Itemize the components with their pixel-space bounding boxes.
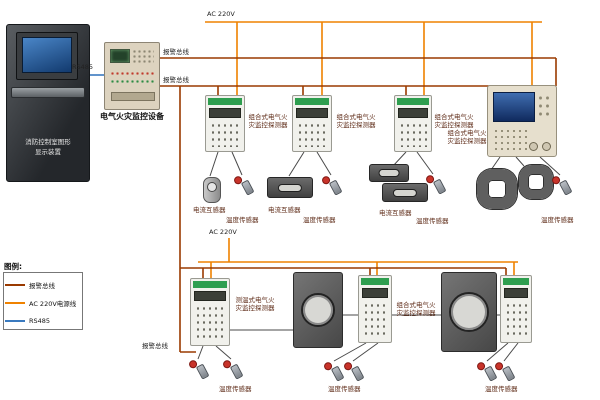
combined-detector-2 bbox=[292, 95, 332, 152]
alarm-bus-wire bbox=[160, 57, 557, 353]
detector-indicators bbox=[399, 122, 427, 147]
rs485-link-label: RS485 bbox=[72, 63, 94, 71]
legend-title: 图例: bbox=[4, 262, 22, 271]
alarm-bus-label-1: 报警总线 bbox=[163, 48, 189, 56]
fire-control-workstation: 消防控制室图形 显示装置 bbox=[6, 24, 90, 182]
combined-detector-label-2: 组合式电气火 灾监控探测器 bbox=[336, 113, 376, 130]
detector-header bbox=[208, 98, 242, 105]
detector-header bbox=[193, 281, 227, 288]
legend-item-alarm-bus: 报警总线 bbox=[5, 280, 55, 290]
combined-detector-5 bbox=[358, 275, 392, 343]
controller-screen bbox=[110, 49, 130, 63]
ac-power-wire bbox=[198, 21, 542, 279]
legend-item-rs485: RS485 bbox=[5, 316, 50, 326]
current-transformer-toroid bbox=[519, 165, 553, 199]
detector-indicators bbox=[363, 302, 387, 338]
current-transformer-label: 电流互感器 bbox=[193, 206, 226, 214]
temperature-sensor-label: 温度传感器 bbox=[219, 385, 252, 393]
detector-indicators bbox=[297, 122, 327, 147]
detector-display bbox=[398, 108, 428, 118]
current-transformer-small bbox=[203, 177, 221, 203]
combined-detector-3 bbox=[394, 95, 432, 152]
detector-display bbox=[362, 288, 388, 298]
legend-item-ac-power: AC 220V电源线 bbox=[5, 298, 76, 308]
display-unit-keypad bbox=[493, 128, 529, 150]
controller-label: 电气火灾监控设备 bbox=[100, 112, 164, 121]
ac-power-top-label: AC 220V bbox=[207, 10, 235, 18]
combined-detector-label-3: 组合式电气火 灾监控探测器 bbox=[434, 113, 474, 130]
workstation-screen bbox=[22, 37, 72, 73]
display-unit-buttons bbox=[537, 94, 551, 120]
controller-keypad bbox=[132, 49, 154, 65]
workstation-label: 消防控制室图形 显示装置 bbox=[9, 137, 87, 158]
combined-detector-6 bbox=[500, 275, 532, 343]
residual-current-transformer bbox=[441, 272, 497, 352]
workstation-label-line2: 显示装置 bbox=[35, 148, 61, 157]
ac-power-swatch bbox=[5, 302, 25, 304]
detector-display bbox=[194, 291, 226, 301]
temperature-sensor-label: 温度传感器 bbox=[328, 385, 361, 393]
detector-display bbox=[296, 108, 328, 118]
ac-power-mid-label: AC 220V bbox=[209, 228, 237, 236]
current-transformer-label: 电流互感器 bbox=[379, 209, 412, 217]
residual-current-transformer bbox=[293, 272, 343, 348]
detector-header bbox=[295, 98, 329, 105]
detector-header bbox=[503, 278, 529, 285]
alarm-bus-label-2: 报警总线 bbox=[163, 76, 189, 84]
current-transformer-toroid bbox=[477, 169, 517, 209]
temp-type-detector-label: 测温式电气火 灾监控探测器 bbox=[235, 296, 275, 313]
temp-type-detector bbox=[190, 278, 230, 346]
detector-display bbox=[504, 288, 528, 298]
combined-detector-label-5: 组合式电气火 灾监控探测器 bbox=[396, 301, 436, 318]
display-unit-knob bbox=[542, 142, 551, 151]
workstation-keyboard bbox=[11, 87, 85, 98]
detector-indicators bbox=[210, 122, 240, 147]
temperature-sensor-label: 温度传感器 bbox=[303, 216, 336, 224]
detector-indicators bbox=[195, 305, 225, 341]
current-transformer-bar bbox=[369, 164, 409, 182]
temperature-sensor-label: 温度传感器 bbox=[226, 216, 259, 224]
temperature-sensor-label: 温度传感器 bbox=[485, 385, 518, 393]
combined-detector-1 bbox=[205, 95, 245, 152]
temperature-sensor-label: 温度传感器 bbox=[416, 217, 449, 225]
current-transformer-bar bbox=[382, 183, 428, 202]
detector-header bbox=[397, 98, 429, 105]
controller-green-leds bbox=[110, 79, 156, 84]
fire-monitoring-controller bbox=[104, 42, 160, 110]
workstation-monitor bbox=[16, 32, 78, 80]
detector-indicators bbox=[505, 302, 527, 338]
current-transformer-bar bbox=[267, 177, 313, 198]
transformer-hole bbox=[301, 293, 335, 327]
alarm-bus-label-3: 报警总线 bbox=[142, 342, 168, 350]
workstation-label-line1: 消防控制室图形 bbox=[25, 138, 71, 146]
controller-printer-slot bbox=[111, 92, 155, 101]
combined-detector-label-4: 组合式电气火 灾监控探测器 bbox=[447, 129, 487, 146]
current-transformer-label: 电流互感器 bbox=[268, 206, 301, 214]
sensor-signal-wires bbox=[197, 151, 561, 362]
legend-box bbox=[3, 272, 83, 330]
transformer-hole bbox=[449, 292, 489, 332]
detector-header bbox=[361, 278, 389, 285]
controller-red-leds bbox=[110, 71, 156, 76]
combined-detector-display-unit bbox=[487, 85, 557, 157]
temperature-sensor-label: 温度传感器 bbox=[541, 216, 574, 224]
combined-detector-label-1: 组合式电气火 灾监控探测器 bbox=[248, 113, 288, 130]
alarm-bus-swatch bbox=[5, 284, 25, 286]
display-unit-screen bbox=[493, 92, 535, 122]
rs485-swatch bbox=[5, 320, 25, 322]
display-unit-knob bbox=[529, 142, 538, 151]
detector-display bbox=[209, 108, 241, 118]
